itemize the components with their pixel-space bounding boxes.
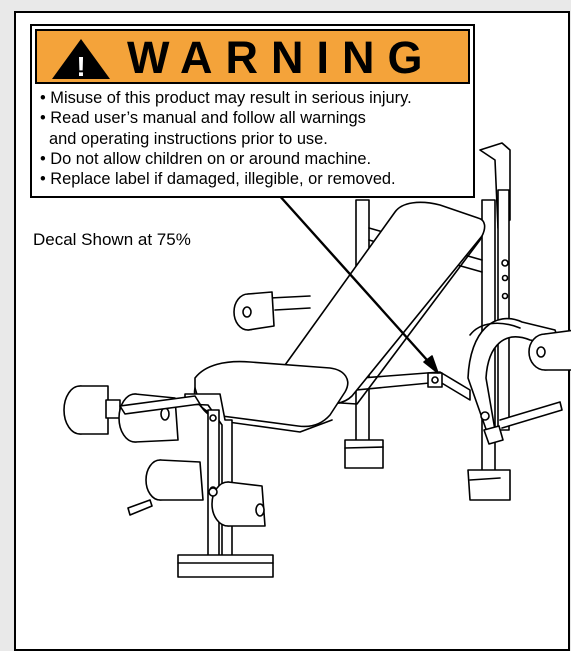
front-frame bbox=[177, 393, 274, 578]
front-upper-rollers bbox=[63, 385, 201, 443]
warning-heading: WARNING bbox=[127, 32, 436, 83]
warning-decal: ! WARNING • Misuse of this product may r… bbox=[30, 24, 475, 198]
decal-caption: Decal Shown at 75% bbox=[33, 230, 191, 249]
warning-line: • Misuse of this product may result in s… bbox=[40, 89, 412, 107]
triangle-mark: ! bbox=[76, 51, 85, 81]
warning-header: ! WARNING bbox=[35, 29, 470, 84]
exclamation-triangle-icon: ! bbox=[52, 39, 110, 81]
warning-line: • Read user’s manual and follow all warn… bbox=[40, 109, 366, 128]
front-lower-rollers bbox=[127, 459, 266, 527]
rear-roller bbox=[233, 291, 311, 331]
weight-bench-illustration bbox=[63, 142, 571, 578]
warning-line: and operating instructions prior to use. bbox=[49, 129, 328, 148]
warning-line: • Do not allow children on or around mac… bbox=[40, 149, 372, 168]
decal-pointer-arrow bbox=[276, 192, 439, 374]
warning-line: • Replace label if damaged, illegible, o… bbox=[40, 170, 396, 189]
arm-curl bbox=[467, 317, 571, 445]
warning-bullets: • Misuse of this product may result in s… bbox=[40, 88, 469, 189]
